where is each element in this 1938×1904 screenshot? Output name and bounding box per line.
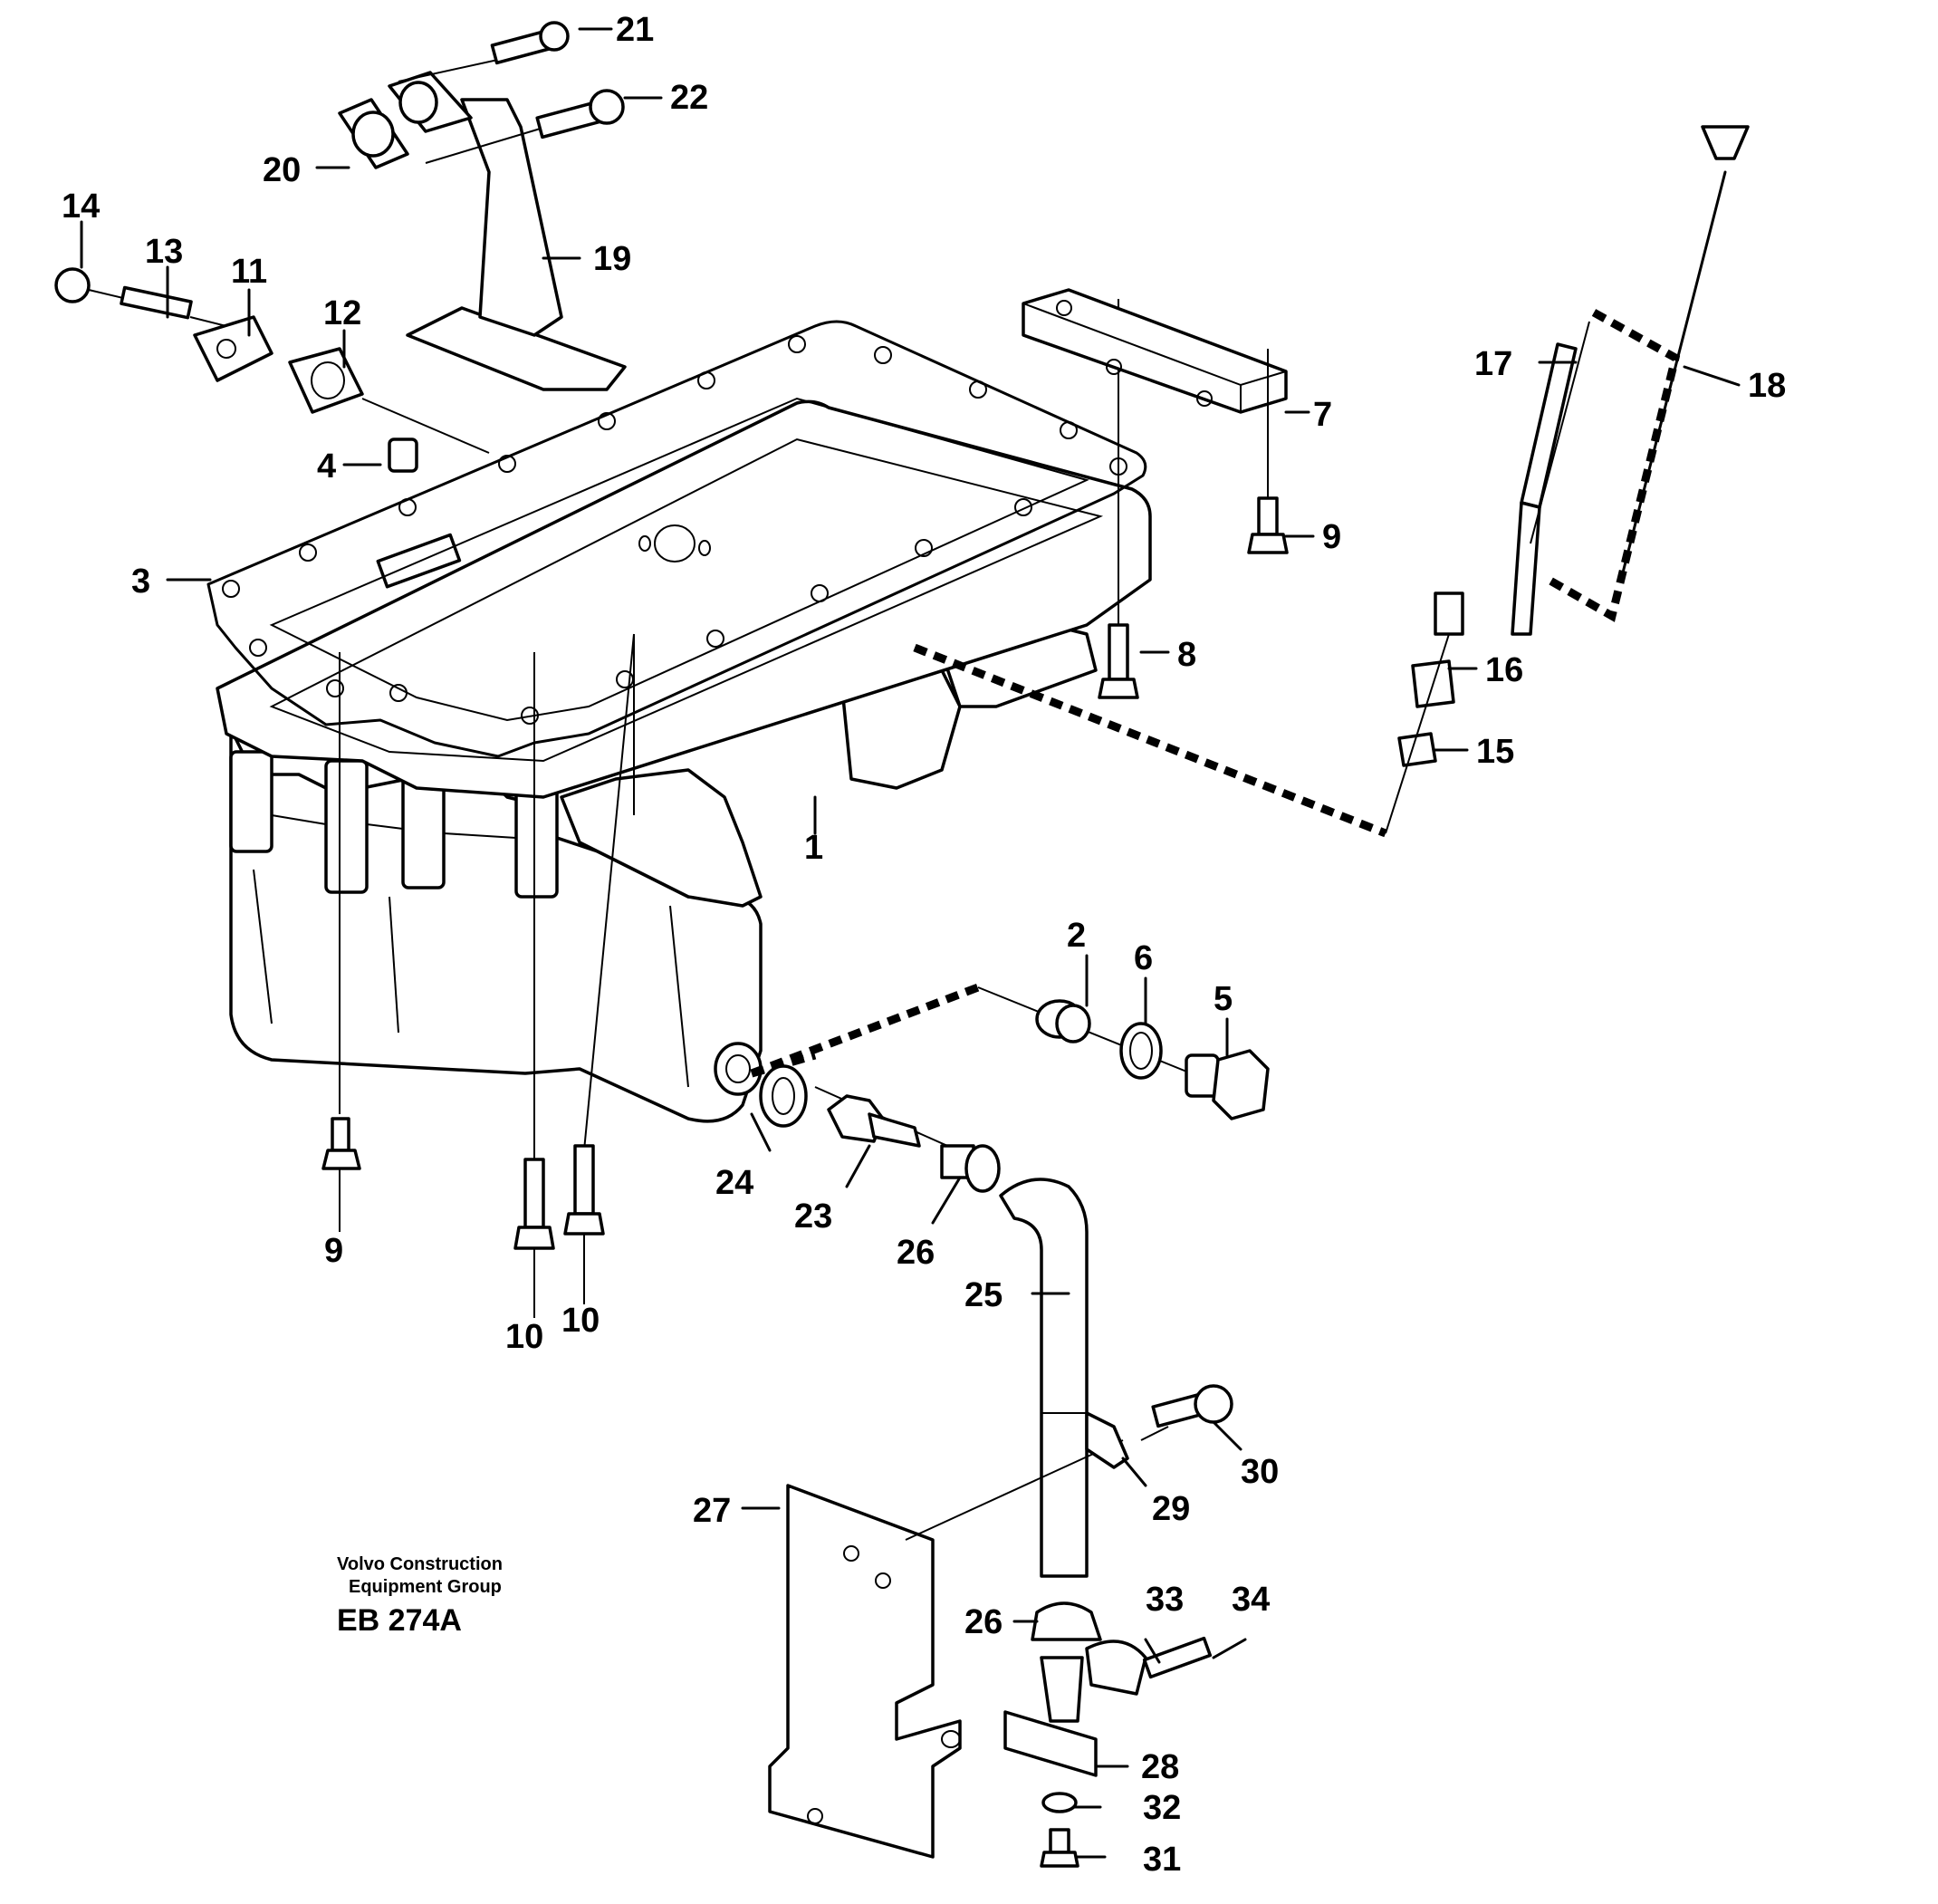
company-line-1: Volvo Construction bbox=[337, 1554, 503, 1574]
callout-11: 11 bbox=[231, 253, 267, 291]
callout-27: 27 bbox=[693, 1492, 731, 1530]
bolt-10-b bbox=[563, 1144, 605, 1304]
callout-26-lower: 26 bbox=[964, 1603, 1003, 1641]
callout-25: 25 bbox=[964, 1276, 1003, 1314]
callout-10-right: 10 bbox=[561, 1302, 600, 1340]
dipstick-assembly bbox=[913, 125, 1750, 838]
callout-22: 22 bbox=[670, 79, 708, 117]
callout-16: 16 bbox=[1485, 651, 1523, 689]
suction-pipe-19 bbox=[338, 21, 627, 391]
callout-33: 33 bbox=[1146, 1581, 1184, 1619]
callout-13: 13 bbox=[145, 233, 183, 271]
callout-2: 2 bbox=[1067, 917, 1086, 955]
callout-21: 21 bbox=[616, 11, 654, 49]
callout-34: 34 bbox=[1232, 1581, 1270, 1619]
callout-1: 1 bbox=[804, 829, 823, 867]
callout-31: 31 bbox=[1143, 1841, 1181, 1879]
company-line-2: Equipment Group bbox=[349, 1577, 502, 1597]
clip-29-bolt-30 bbox=[1085, 1384, 1233, 1469]
lower-hose-connection bbox=[1003, 1601, 1213, 1868]
hose-25 bbox=[999, 1178, 1089, 1578]
callout-3: 3 bbox=[131, 563, 150, 601]
callout-5: 5 bbox=[1214, 980, 1233, 1018]
callout-labels: 21 22 20 19 14 13 11 12 4 3 7 8 9 1 17 1… bbox=[62, 11, 1786, 1879]
bracket-27 bbox=[768, 1439, 1124, 1859]
footer-block: Volvo Construction Equipment Group EB 27… bbox=[337, 1554, 503, 1638]
callout-9-lower: 9 bbox=[324, 1232, 343, 1270]
gasket-bolt-holes bbox=[222, 335, 1127, 725]
bracket-7 bbox=[1022, 288, 1315, 554]
callout-29: 29 bbox=[1152, 1490, 1190, 1528]
leader-lines bbox=[80, 27, 1741, 1859]
callout-18: 18 bbox=[1748, 367, 1786, 405]
callout-26-upper: 26 bbox=[897, 1234, 935, 1272]
plug-5 bbox=[1185, 1049, 1270, 1120]
callout-9-upper: 9 bbox=[1322, 518, 1341, 556]
pan-bolts bbox=[321, 633, 635, 1318]
plug-2 bbox=[1035, 999, 1091, 1043]
cover-assembly bbox=[54, 267, 490, 473]
callout-30: 30 bbox=[1241, 1453, 1279, 1491]
callout-14: 14 bbox=[62, 188, 100, 226]
callout-32: 32 bbox=[1143, 1789, 1181, 1827]
sensor-assembly bbox=[750, 1051, 1001, 1193]
oil-pan bbox=[216, 399, 1152, 1123]
pan-gasket bbox=[206, 320, 1147, 758]
callout-4: 4 bbox=[317, 447, 336, 486]
callout-24: 24 bbox=[715, 1164, 753, 1202]
bolt-10-a bbox=[513, 1158, 555, 1318]
drain-plug-assembly bbox=[750, 983, 1270, 1120]
callout-6: 6 bbox=[1134, 939, 1153, 977]
callout-28: 28 bbox=[1141, 1748, 1179, 1786]
clip-26-upper bbox=[940, 1144, 1001, 1193]
callout-17: 17 bbox=[1474, 345, 1512, 383]
callout-10-left: 10 bbox=[505, 1318, 543, 1356]
callout-8: 8 bbox=[1177, 636, 1196, 674]
callout-23: 23 bbox=[794, 1197, 832, 1236]
drawing-code: EB 274A bbox=[337, 1603, 462, 1638]
washer-24 bbox=[759, 1064, 808, 1128]
bolt-9-lower bbox=[321, 1117, 361, 1232]
sensor-23 bbox=[827, 1094, 921, 1148]
callout-7: 7 bbox=[1313, 396, 1332, 434]
callout-19: 19 bbox=[593, 240, 631, 278]
callout-15: 15 bbox=[1476, 733, 1514, 771]
callout-20: 20 bbox=[263, 151, 301, 189]
washer-6 bbox=[1119, 1022, 1163, 1080]
callout-12: 12 bbox=[323, 294, 361, 332]
